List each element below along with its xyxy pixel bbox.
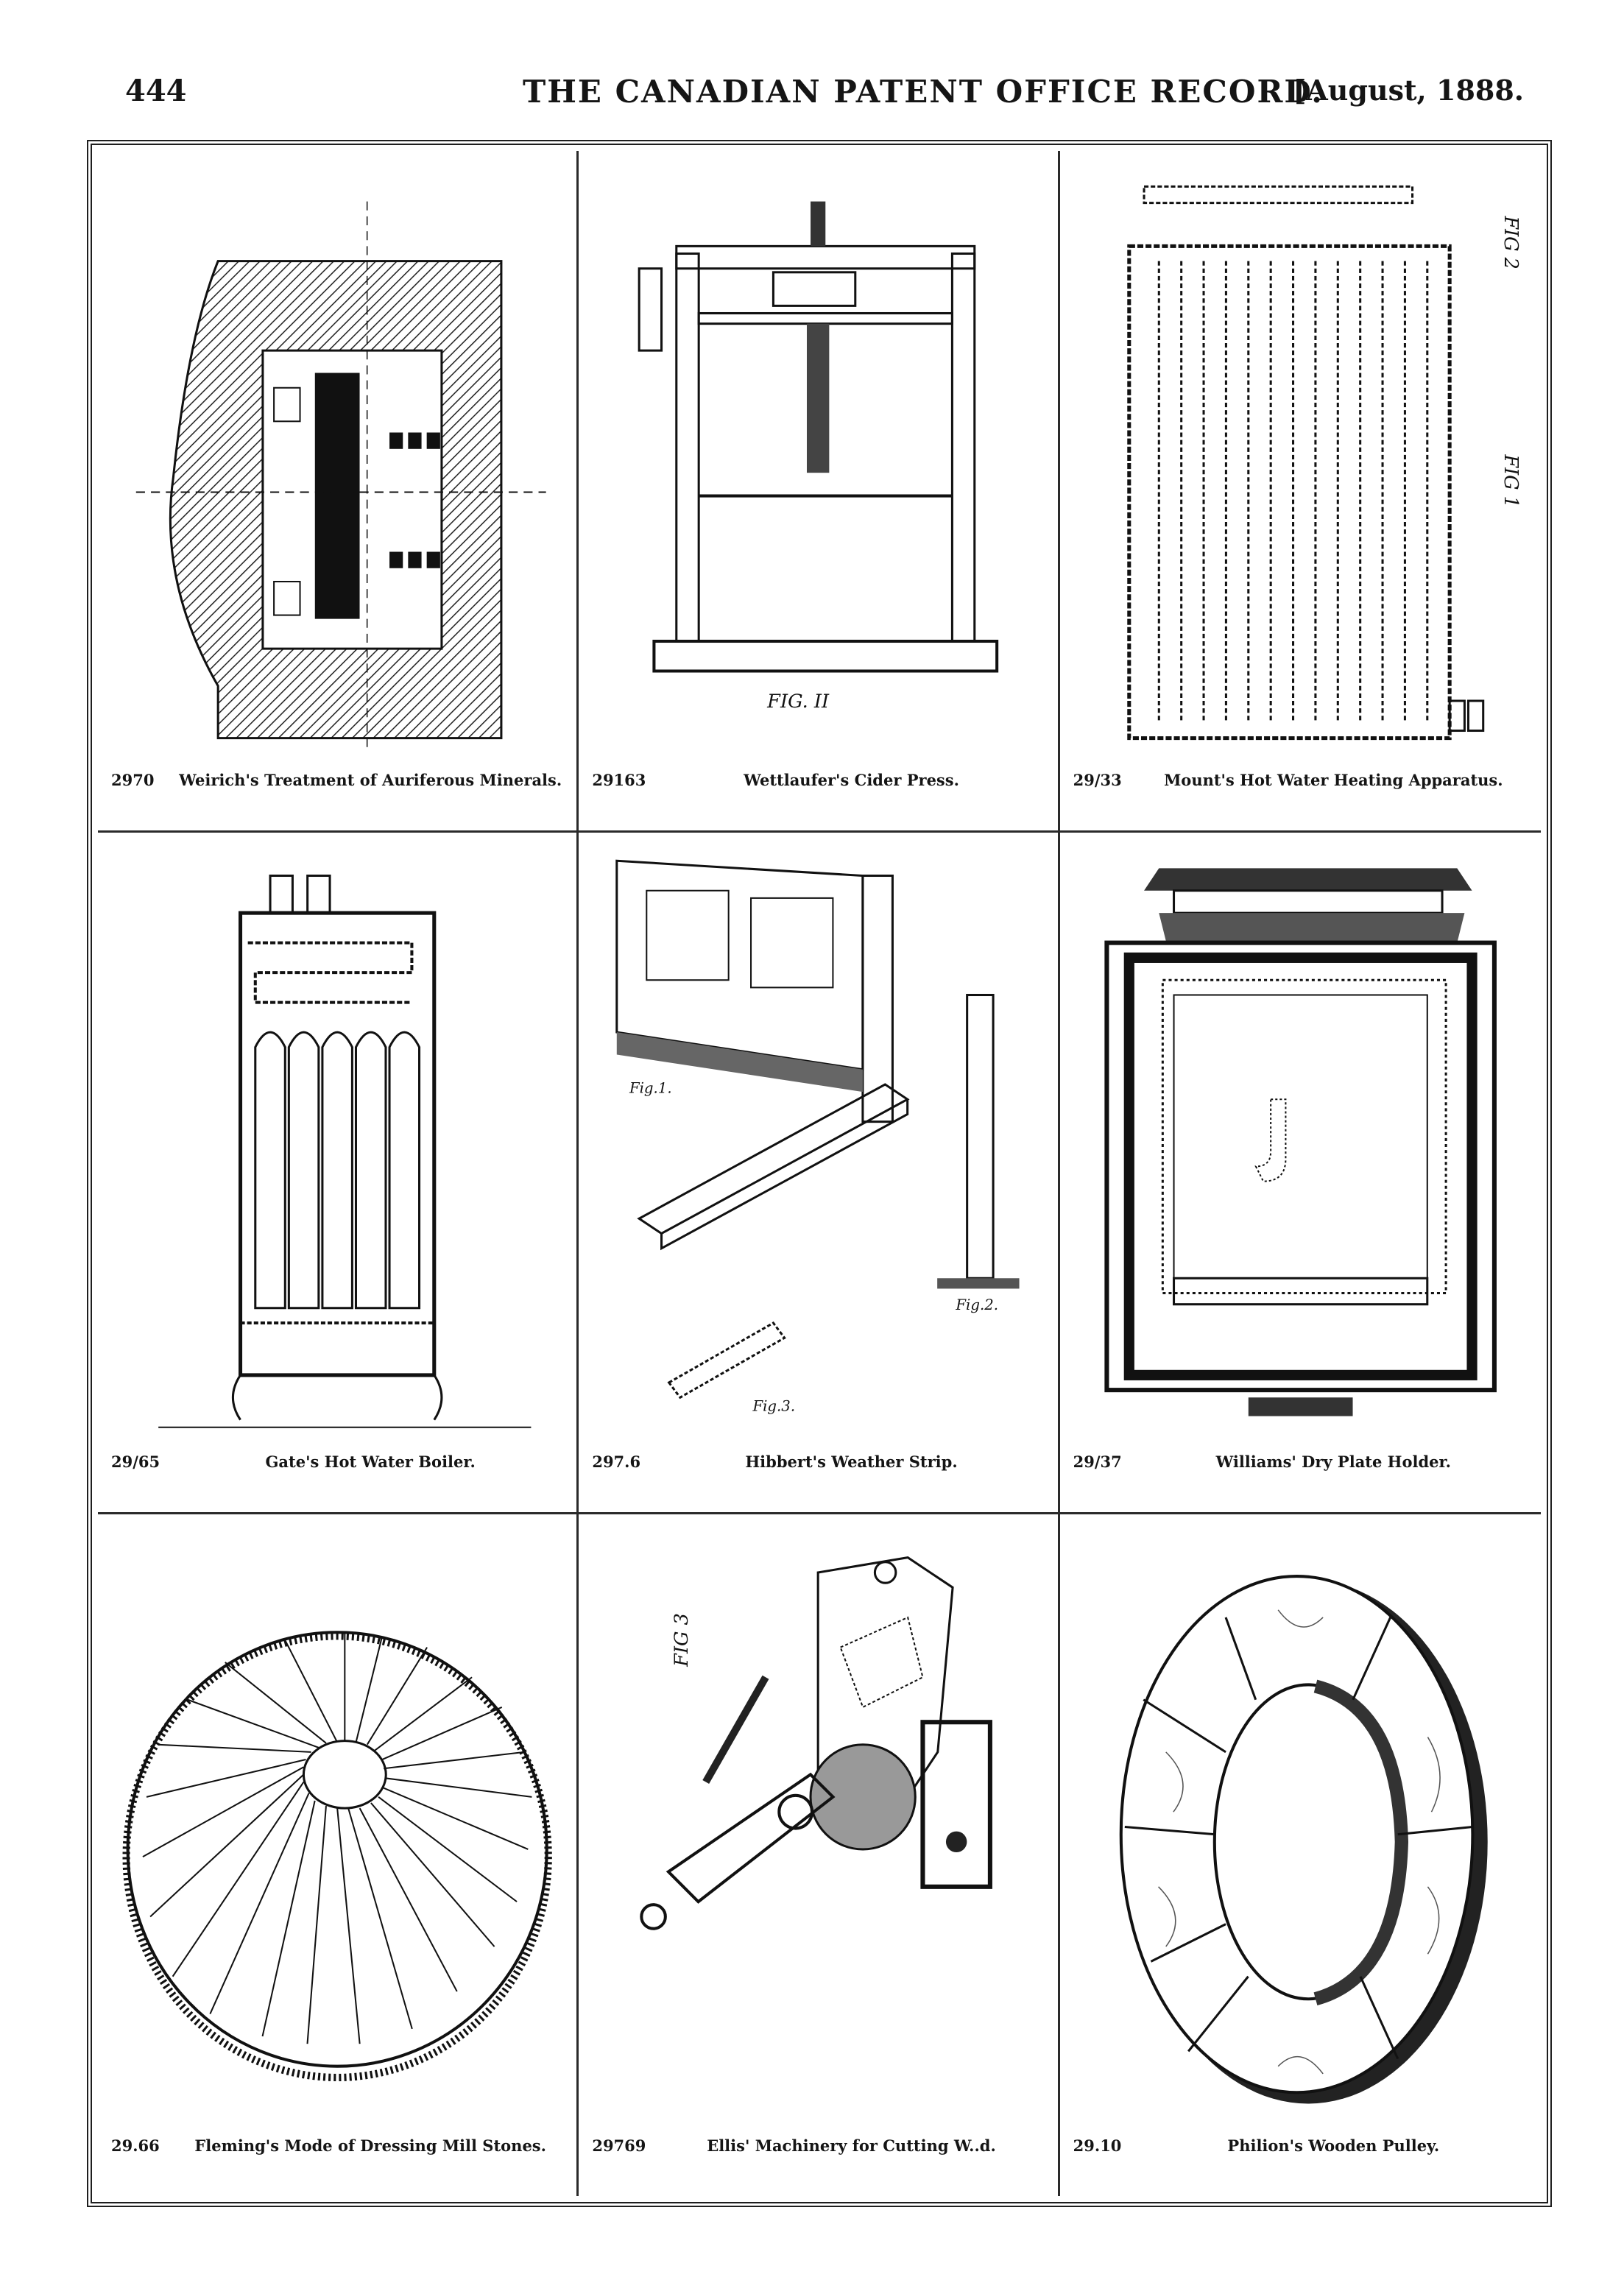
figure-cell-pulley: 29.10 Philion's Wooden Pulley.	[1060, 1514, 1541, 2196]
caption-text: Hibbert's Weather Strip.	[745, 1453, 958, 1471]
caption-text: Weirich's Treatment of Auriferous Minera…	[179, 771, 562, 789]
patent-number: 2970	[111, 771, 155, 789]
figure-caption: 29163 Wettlaufer's Cider Press.	[592, 767, 1044, 820]
weather-strip-diagram-icon	[593, 846, 1042, 1442]
patent-number: 29/37	[1073, 1453, 1122, 1471]
publication-title: THE CANADIAN PATENT OFFICE RECORD.	[523, 74, 1324, 110]
figure-grid: 2970 Weirich's Treatment of Auriferous M…	[98, 151, 1541, 2196]
plate-frame: 2970 Weirich's Treatment of Auriferous M…	[87, 140, 1552, 2207]
figure-cell-wood-machine: FIG 3 29769 Ellis' Machinery for Cutting…	[579, 1514, 1060, 2196]
caption-text: Ellis' Machinery for Cutting W..d.	[707, 2136, 996, 2155]
figure-cell-millstone: 29.66 Fleming's Mode of Dressing Mill St…	[98, 1514, 579, 2196]
figure-caption: 297.6 Hibbert's Weather Strip.	[592, 1449, 1044, 1502]
caption-text: Williams' Dry Plate Holder.	[1215, 1453, 1451, 1471]
caption-text: Philion's Wooden Pulley.	[1227, 2136, 1440, 2155]
patent-number: 29/65	[111, 1453, 160, 1471]
patent-number: 29.66	[111, 2136, 160, 2155]
figure-cell-radiator: FIG 2 FIG 1 29/33 Mount's Hot Water Heat…	[1059, 151, 1541, 833]
figure-cell-cider-press: FIG. II 29163 Wettlaufer's Cider Press.	[579, 151, 1060, 833]
furnace-diagram-icon	[113, 164, 562, 760]
wood-machine-diagram-icon	[593, 1528, 1042, 2126]
figure-caption: 29/33 Mount's Hot Water Heating Apparatu…	[1073, 767, 1528, 820]
figure-cell-furnace: 2970 Weirich's Treatment of Auriferous M…	[98, 151, 579, 833]
page-header: 444 THE CANADIAN PATENT OFFICE RECORD. […	[96, 74, 1553, 125]
patent-number: 297.6	[592, 1453, 641, 1471]
page-number: 444	[125, 74, 187, 108]
pulley-diagram-icon	[1075, 1528, 1526, 2126]
figure-cell-plate-holder: 29/37 Williams' Dry Plate Holder.	[1059, 833, 1541, 1514]
caption-text: Mount's Hot Water Heating Apparatus.	[1164, 771, 1503, 789]
radiator-diagram-icon	[1075, 164, 1526, 760]
caption-text: Gate's Hot Water Boiler.	[265, 1453, 476, 1471]
patent-number: 29163	[592, 771, 646, 789]
plate-holder-diagram-icon	[1075, 846, 1526, 1442]
figure-cell-boiler: 29/65 Gate's Hot Water Boiler.	[98, 833, 579, 1514]
figure-caption: 29769 Ellis' Machinery for Cutting W..d.	[592, 2133, 1044, 2186]
figure-caption: 29/65 Gate's Hot Water Boiler.	[111, 1449, 563, 1502]
figure-caption: 29/37 Williams' Dry Plate Holder.	[1073, 1449, 1528, 1502]
patent-number: 29.10	[1073, 2136, 1122, 2155]
issue-date: [August, 1888.	[1293, 74, 1524, 107]
patent-number: 29/33	[1073, 771, 1122, 789]
figure-caption: 29.10 Philion's Wooden Pulley.	[1073, 2133, 1528, 2186]
caption-text: Wettlaufer's Cider Press.	[744, 771, 959, 789]
boiler-diagram-icon	[113, 846, 562, 1442]
figure-caption: 29.66 Fleming's Mode of Dressing Mill St…	[111, 2133, 563, 2186]
millstone-diagram-icon	[113, 1528, 562, 2126]
patent-number: 29769	[592, 2136, 646, 2155]
figure-caption: 2970 Weirich's Treatment of Auriferous M…	[111, 767, 563, 820]
figure-cell-weather-strip: Fig.1. Fig.2. Fig.3. 297.6 Hibbert's Wea…	[579, 833, 1060, 1514]
press-diagram-icon	[593, 164, 1042, 760]
caption-text: Fleming's Mode of Dressing Mill Stones.	[194, 2136, 546, 2155]
